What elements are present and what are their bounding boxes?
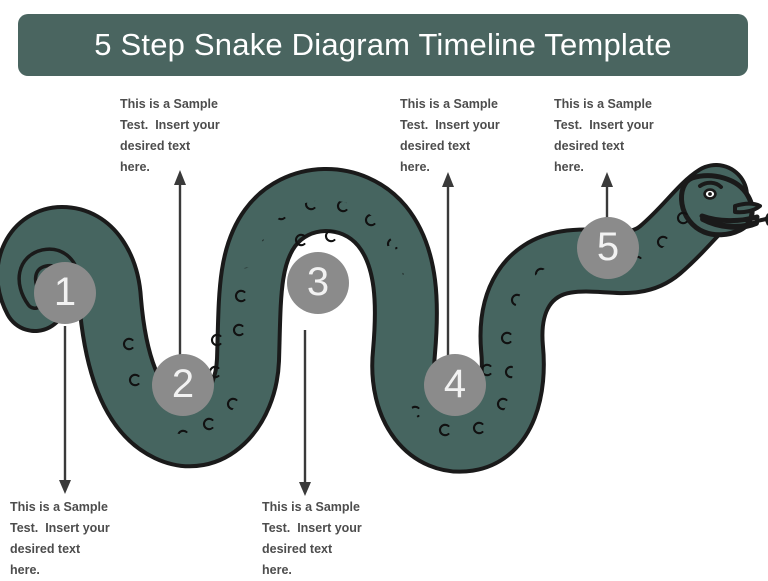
- caption-line: here.: [262, 563, 292, 577]
- caption-line: desired text: [10, 542, 81, 556]
- arrow-step-3: [299, 330, 311, 496]
- caption-line: Test. Insert your: [400, 118, 500, 132]
- snake-lower-jaw: [700, 216, 759, 230]
- step-number-5: 5: [596, 225, 620, 269]
- arrow-step-1: [59, 326, 71, 494]
- arrow-step-2: [174, 170, 186, 356]
- caption-line: Test. Insert your: [554, 118, 654, 132]
- step-circle-5[interactable]: 5: [577, 217, 639, 279]
- snake-pupil: [708, 192, 712, 196]
- caption-step-2: This is a Sample Test. Insert your desir…: [120, 94, 244, 178]
- step-number-3: 3: [306, 260, 330, 304]
- step-number-4: 4: [443, 362, 467, 406]
- caption-line: This is a Sample: [120, 97, 218, 111]
- arrow-step-5: [601, 172, 613, 222]
- caption-line: Test. Insert your: [120, 118, 220, 132]
- caption-line: This is a Sample: [554, 97, 652, 111]
- step-circle-2[interactable]: 2: [152, 354, 214, 416]
- caption-line: desired text: [400, 139, 471, 153]
- snake-snout: [733, 201, 762, 215]
- step-number-2: 2: [171, 362, 195, 406]
- step-circle-4[interactable]: 4: [424, 354, 486, 416]
- caption-step-3: This is a Sample Test. Insert your desir…: [262, 497, 386, 581]
- caption-line: Test. Insert your: [262, 521, 362, 535]
- caption-line: desired text: [554, 139, 625, 153]
- caption-step-1: This is a Sample Test. Insert your desir…: [10, 497, 134, 581]
- step-circle-3[interactable]: 3: [287, 252, 349, 314]
- snake-brow: [698, 180, 723, 189]
- caption-step-4: This is a Sample Test. Insert your desir…: [400, 94, 524, 178]
- step-number-1: 1: [53, 270, 77, 314]
- step-circle-1[interactable]: 1: [34, 262, 96, 324]
- arrow-step-4: [442, 172, 454, 358]
- caption-line: Test. Insert your: [10, 521, 110, 535]
- page-title: 5 Step Snake Diagram Timeline Template: [94, 27, 672, 62]
- snake-body: [0, 163, 749, 474]
- caption-step-5: This is a Sample Test. Insert your desir…: [554, 94, 678, 178]
- caption-line: This is a Sample: [10, 500, 108, 514]
- caption-line: here.: [10, 563, 40, 577]
- caption-line: desired text: [262, 542, 333, 556]
- caption-line: desired text: [120, 139, 191, 153]
- caption-line: here.: [554, 160, 584, 174]
- title-banner: 5 Step Snake Diagram Timeline Template: [18, 14, 748, 76]
- caption-line: here.: [120, 160, 150, 174]
- snake-head: [679, 173, 768, 238]
- snake-body-fill: [0, 167, 745, 470]
- caption-line: This is a Sample: [262, 500, 360, 514]
- caption-line: This is a Sample: [400, 97, 498, 111]
- caption-line: here.: [400, 160, 430, 174]
